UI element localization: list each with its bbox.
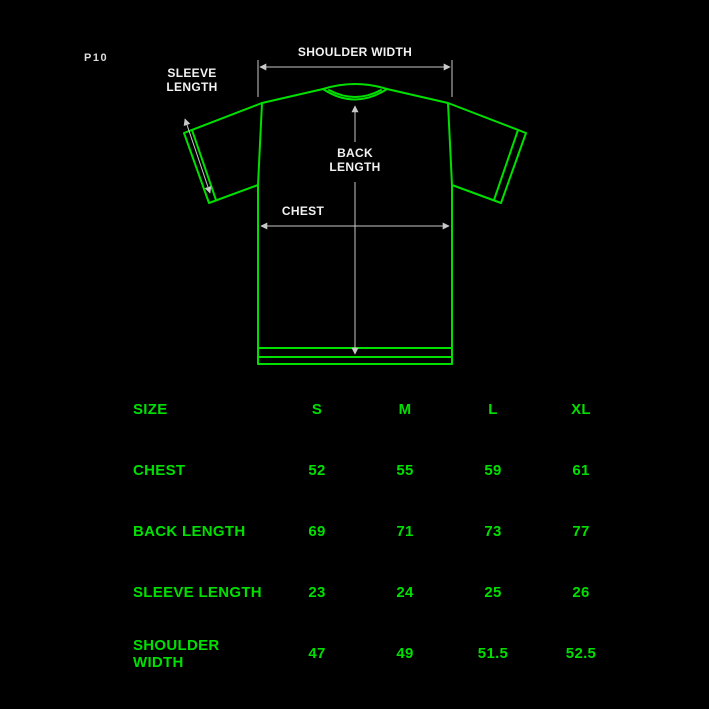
size-value: 73 (484, 523, 502, 540)
product-code-label: P10 (84, 52, 109, 64)
size-value: 59 (484, 462, 502, 479)
size-value: 55 (396, 462, 414, 479)
size-value: 23 (308, 584, 326, 601)
size-table: SIZE S M L XL CHEST 52 55 59 61 BACK LEN… (133, 379, 633, 684)
size-value: 25 (484, 584, 502, 601)
column-header-l: L (488, 401, 498, 418)
back-length-label-line1: BACK (337, 146, 373, 160)
sleeve-length-label-line1: SLEEVE (167, 66, 216, 80)
size-value: 49 (396, 645, 414, 662)
size-value: 71 (396, 523, 414, 540)
size-value: 69 (308, 523, 326, 540)
tshirt-diagram: SHOULDER WIDTH SLEEVE LENGTH BACK LENGTH… (166, 45, 527, 365)
row-label: SHOULDER WIDTH (133, 636, 220, 671)
shoulder-width-label: SHOULDER WIDTH (298, 45, 412, 59)
size-value: 47 (308, 645, 326, 662)
size-value: 51.5 (477, 645, 509, 662)
table-row-chest: CHEST 52 55 59 61 (133, 440, 633, 501)
size-value: 26 (572, 584, 590, 601)
column-header-m: M (398, 401, 412, 418)
row-label: CHEST (133, 462, 186, 479)
table-row-shoulder-width: SHOULDER WIDTH 47 49 51.5 52.5 (133, 623, 633, 684)
row-label: BACK LENGTH (133, 523, 246, 540)
size-value: 24 (396, 584, 414, 601)
sleeve-length-label-line2: LENGTH (166, 80, 217, 94)
sleeve-length-arrow (183, 118, 212, 194)
column-header-xl: XL (571, 401, 591, 418)
column-header-s: S (311, 401, 323, 418)
size-value: 77 (572, 523, 590, 540)
back-length-label-line2: LENGTH (329, 160, 380, 174)
size-value: 61 (572, 462, 590, 479)
chest-label: CHEST (282, 204, 325, 218)
size-value: 52 (308, 462, 326, 479)
column-header-size: SIZE (133, 401, 168, 418)
row-label: SLEEVE LENGTH (133, 584, 262, 601)
size-table-header-row: SIZE S M L XL (133, 379, 633, 440)
table-row-back-length: BACK LENGTH 69 71 73 77 (133, 501, 633, 562)
back-length-label-backplate (326, 142, 384, 182)
table-row-sleeve-length: SLEEVE LENGTH 23 24 25 26 (133, 562, 633, 623)
size-value: 52.5 (565, 645, 597, 662)
